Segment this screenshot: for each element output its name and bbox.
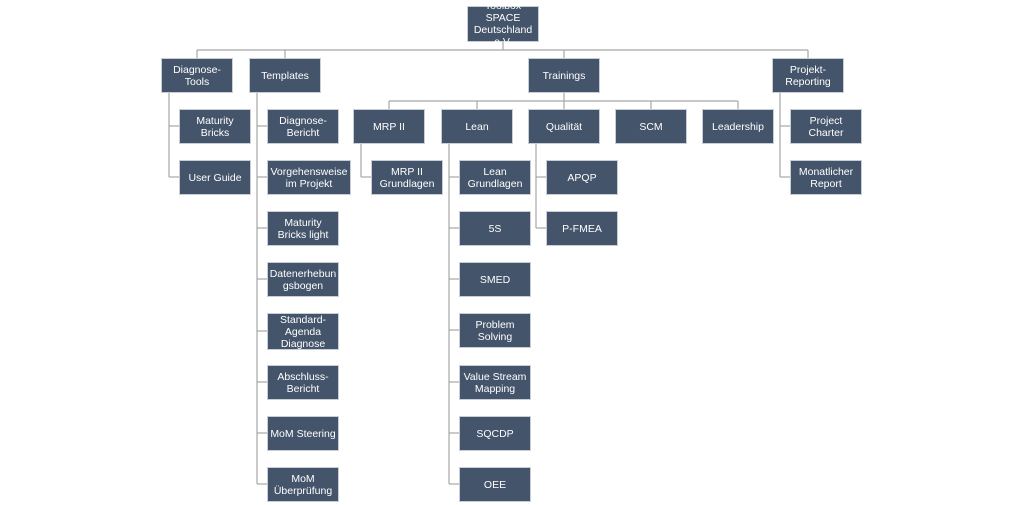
node-diagnose-tools[interactable]: Diagnose-Tools [161, 58, 233, 93]
node-qualitaet[interactable]: Qualität [528, 109, 600, 144]
node-user-guide[interactable]: User Guide [179, 160, 251, 195]
node-abschluss-bericht[interactable]: Abschluss- Bericht [267, 365, 339, 400]
node-diagnose-bericht[interactable]: Diagnose- Bericht [267, 109, 339, 144]
node-problem-solving[interactable]: Problem Solving [459, 313, 531, 348]
node-maturity-bricks[interactable]: Maturity Bricks [179, 109, 251, 144]
node-datenerhebungsbogen[interactable]: Datenerhebun gsbogen [267, 262, 339, 297]
node-projekt-reporting[interactable]: Projekt- Reporting [772, 58, 844, 93]
node-scm[interactable]: SCM [615, 109, 687, 144]
node-monatlicher-report[interactable]: Monatlicher Report [790, 160, 862, 195]
node-vorgehensweise[interactable]: Vorgehensweise im Projekt [267, 160, 351, 195]
node-apqp[interactable]: APQP [546, 160, 618, 195]
node-project-charter[interactable]: Project Charter [790, 109, 862, 144]
node-value-stream-mapping[interactable]: Value Stream Mapping [459, 365, 531, 400]
node-lean-grundlagen[interactable]: Lean Grundlagen [459, 160, 531, 195]
node-trainings[interactable]: Trainings [528, 58, 600, 93]
node-maturity-bricks-light[interactable]: Maturity Bricks light [267, 211, 339, 246]
node-templates[interactable]: Templates [249, 58, 321, 93]
node-leadership[interactable]: Leadership [702, 109, 774, 144]
node-smed[interactable]: SMED [459, 262, 531, 297]
node-mrp-ii-grundlagen[interactable]: MRP II Grundlagen [371, 160, 443, 195]
node-p-fmea[interactable]: P-FMEA [546, 211, 618, 246]
node-lean[interactable]: Lean [441, 109, 513, 144]
node-standard-agenda[interactable]: Standard- Agenda Diagnose [267, 313, 339, 350]
node-mrp-ii[interactable]: MRP II [353, 109, 425, 144]
node-5s[interactable]: 5S [459, 211, 531, 246]
node-mom-steering[interactable]: MoM Steering [267, 416, 339, 451]
node-mom-ueberpruefung[interactable]: MoM Überprüfung [267, 467, 339, 502]
node-sqcdp[interactable]: SQCDP [459, 416, 531, 451]
node-root[interactable]: Toolbox SPACE Deutschland e.V. [467, 0, 539, 48]
node-oee[interactable]: OEE [459, 467, 531, 502]
